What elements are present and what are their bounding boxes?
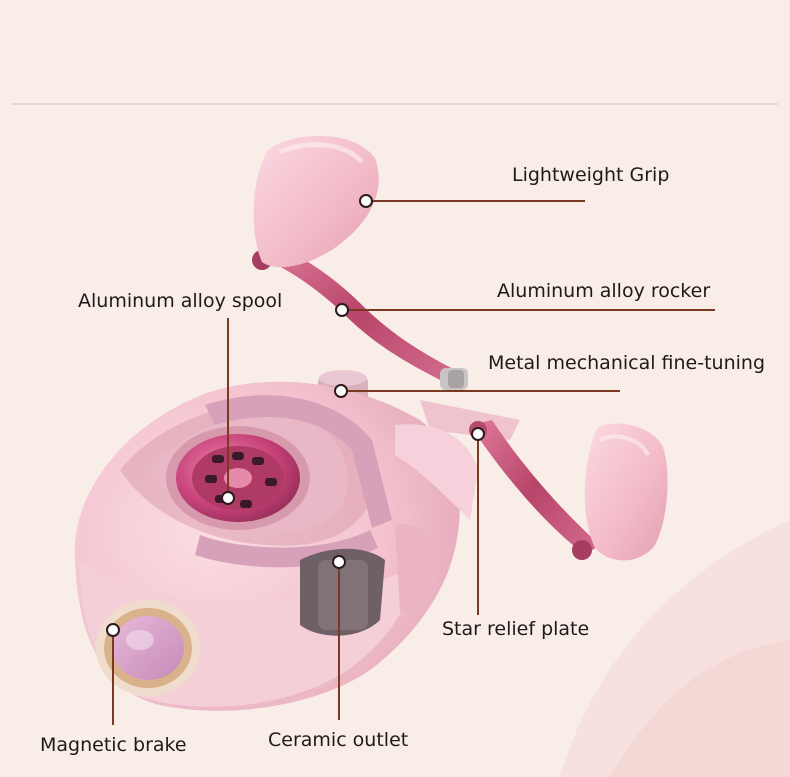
- callout-leaders: [112, 200, 715, 725]
- marker-dot-star: [471, 427, 485, 441]
- label-magnetic-brake: Magnetic brake: [40, 734, 187, 756]
- marker-dot-outlet: [332, 555, 346, 569]
- aluminum-spool: [166, 426, 310, 530]
- label-aluminum-alloy-rocker: Aluminum alloy rocker: [497, 280, 711, 302]
- marker-dot-grip: [359, 194, 373, 208]
- magnetic-brake-dial: [96, 600, 200, 696]
- label-aluminum-alloy-spool: Aluminum alloy spool: [78, 290, 283, 312]
- marker-dot-rocker: [335, 303, 349, 317]
- label-metal-mechanical-fine-tuning: Metal mechanical fine-tuning: [488, 352, 766, 374]
- callout-markers: [106, 194, 485, 637]
- label-star-relief-plate: Star relief plate: [442, 618, 590, 640]
- label-lightweight-grip: Lightweight Grip: [512, 164, 670, 186]
- reel-grip-knob: [253, 135, 379, 268]
- reel-handle: [420, 400, 668, 561]
- marker-dot-brake: [106, 623, 120, 637]
- marker-dot-spool: [221, 491, 235, 505]
- marker-dot-tuning: [334, 384, 348, 398]
- label-ceramic-outlet: Ceramic outlet: [268, 729, 409, 751]
